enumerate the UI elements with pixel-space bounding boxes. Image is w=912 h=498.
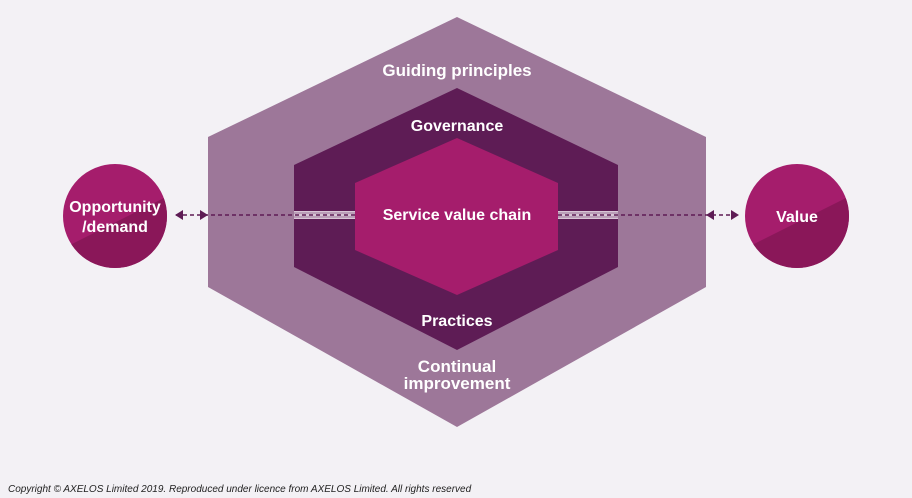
inner-hexagon-service-value-chain	[355, 138, 558, 295]
arrowhead-right-outward	[731, 210, 739, 220]
value-label: Value	[776, 209, 818, 226]
arrowhead-right-inward	[706, 210, 714, 220]
opportunity-label-line2: /demand	[82, 219, 148, 236]
continual-improvement-label-line2: improvement	[404, 374, 511, 393]
guiding-principles-label: Guiding principles	[382, 61, 531, 80]
service-value-chain-label: Service value chain	[383, 207, 532, 224]
arrowhead-left-outward	[175, 210, 183, 220]
copyright-notice: Copyright © AXELOS Limited 2019. Reprodu…	[8, 484, 472, 495]
practices-label: Practices	[421, 313, 492, 330]
continual-improvement-label-line1: Continual	[418, 357, 496, 376]
opportunity-label-line1: Opportunity	[69, 199, 161, 216]
arrowhead-left-inward	[200, 210, 208, 220]
governance-label: Governance	[411, 118, 504, 135]
